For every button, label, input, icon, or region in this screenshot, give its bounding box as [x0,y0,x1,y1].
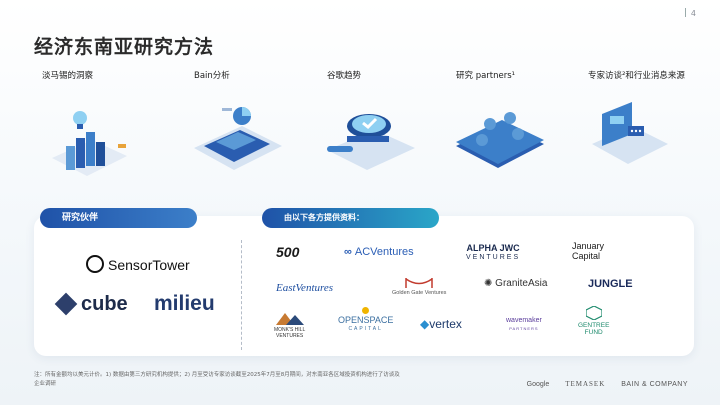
graniteasia-icon: ✺ [484,278,496,289]
bridge-icon [405,278,433,288]
partner-jungle: JUNGLE [588,278,633,290]
page-number: 4 [684,8,696,18]
dashboard-analysis-icon [194,107,282,170]
data-sources-pill: 由以下各方提供资料： [262,208,439,228]
partners-panel [34,216,694,356]
method-bain: Bain分析 [194,70,314,170]
openspace-dot-icon [362,307,370,314]
gentree-icon [585,305,603,321]
method-label: 专家访谈²和行业消息来源 [588,71,685,81]
sensortower-logo: SensorTower [86,255,190,273]
magnifier-search-icon [327,114,415,170]
method-label: 淡马锡的洞察 [42,71,94,81]
chat-interview-icon [592,102,668,164]
bain-logo: BAIN & COMPANY [621,381,688,388]
page-title: 经济东南亚研究方法 [34,36,215,58]
cube-icon [54,292,78,316]
partner-vertex: ◆vertex [420,317,462,331]
partner-acventures: ∞ ACVentures [344,246,414,258]
footer-logos: Google TEMASEK BAIN & COMPANY [513,380,688,388]
google-logo: Google [526,381,550,388]
panel-divider [241,240,242,350]
acventures-icon: ∞ [344,246,355,258]
partner-goldengate: Golden Gate Ventures [392,276,446,296]
cube-logo: cube [54,292,128,316]
method-experts: 专家访谈²和行业消息来源 [588,70,708,164]
milieu-logo: milieu [154,292,215,315]
bar-chart-lightbulb-icon [52,111,127,176]
method-label: 研究 partners¹ [456,71,516,81]
sensortower-icon [86,255,104,273]
method-google: 谷歌趋势 [327,70,447,170]
puzzle-pieces-icon [456,112,544,168]
temasek-logo: TEMASEK [565,380,606,388]
method-partners: 研究 partners¹ [456,70,576,168]
method-label: Bain分析 [194,71,230,81]
research-partners-pill: 研究伙伴 [40,208,197,228]
method-temasek: 淡马锡的洞察 [42,70,162,176]
method-label: 谷歌趋势 [327,71,362,81]
partner-500: 500 [276,244,300,260]
mountains-icon [275,313,304,325]
partner-graniteasia: ✺ GraniteAsia [484,278,548,289]
vertex-icon: ◆ [420,317,430,331]
partner-eastventures: EastVentures [276,282,334,294]
footnote: 注：所有金额均以美元计价。1) 数据由第三方研究机构提供；2) 月至受访专家访谈… [34,372,400,387]
